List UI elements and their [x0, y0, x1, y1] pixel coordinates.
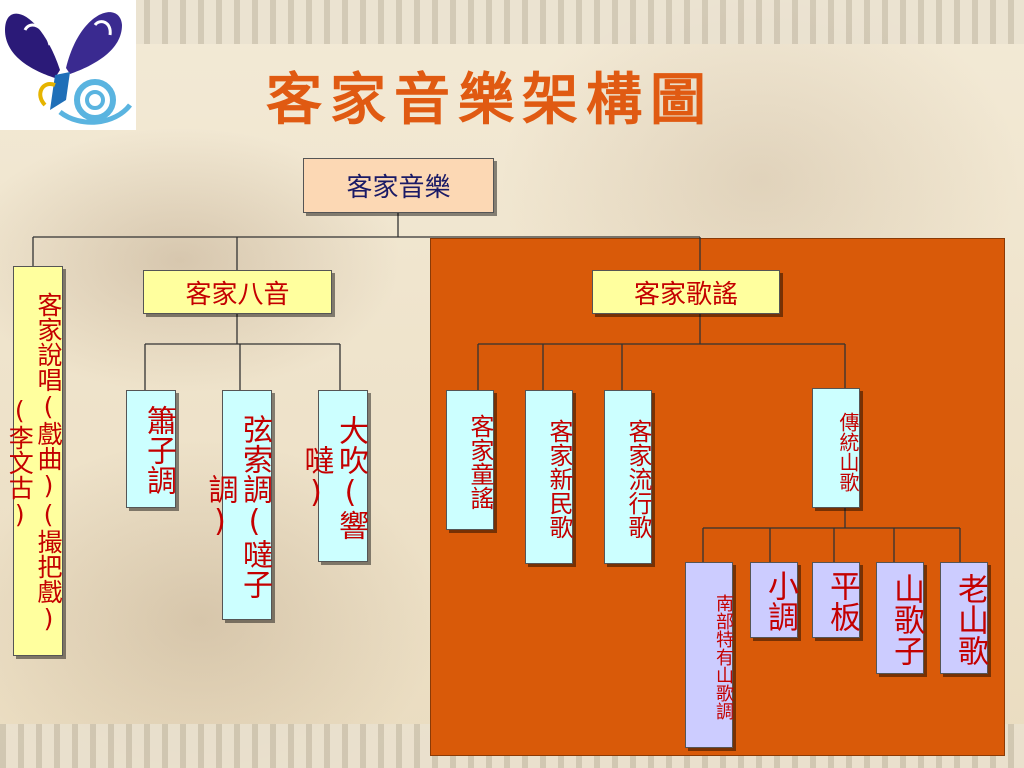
node-geyao-pop-songs: 客家流行歌 — [604, 390, 652, 564]
root-node-hakka-music: 客家音樂 — [303, 158, 494, 213]
node-shange-laoshange: 老山歌 — [940, 562, 988, 674]
node-bayin-dachui: 大吹(響噠) — [299, 390, 368, 562]
node-shange-pingban: 平板 — [812, 562, 860, 638]
node-shange-shangezi: 山歌子 — [876, 562, 924, 674]
node-shange-southern-tunes: 南部特有山歌調 — [685, 562, 734, 748]
top-decorative-border — [0, 0, 1024, 44]
node-hakka-folk-songs: 客家歌謠 — [592, 270, 780, 314]
node-geyao-new-folk-songs: 客家新民歌 — [525, 390, 573, 564]
node-geyao-children-songs: 客家童謠 — [446, 390, 494, 530]
node-hakka-storytelling: 客家說唱(戲曲)(撮把戲)(李文古) — [5, 266, 63, 656]
node-shange-xiaodiao: 小調 — [750, 562, 798, 638]
node-bayin-xiaozidiao: 簫子調 — [126, 390, 176, 508]
page-title: 客家音樂架構圖 — [266, 67, 714, 133]
butterfly-logo — [0, 0, 136, 130]
node-hakka-bayin: 客家八音 — [143, 270, 332, 314]
node-geyao-traditional-shange: 傳統山歌 — [812, 388, 860, 508]
node-bayin-xiansuodiao: 弦索調(噠子調) — [203, 390, 272, 620]
